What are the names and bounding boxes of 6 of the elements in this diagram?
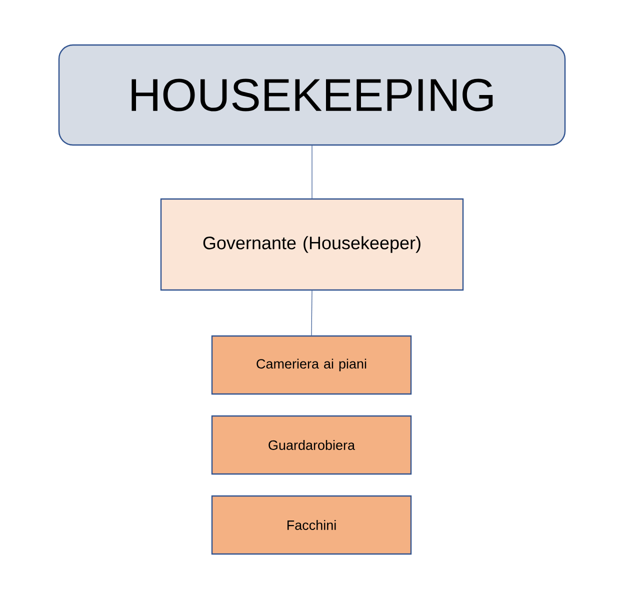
connector-line	[311, 290, 312, 336]
role-box: Governante (Housekeeper)	[160, 198, 464, 291]
role-box: Guardarobiera	[211, 415, 412, 475]
role-box: Cameriera ai piani	[211, 335, 412, 395]
title-box: HOUSEKEEPING	[58, 44, 566, 146]
role-box: Facchini	[211, 495, 412, 555]
